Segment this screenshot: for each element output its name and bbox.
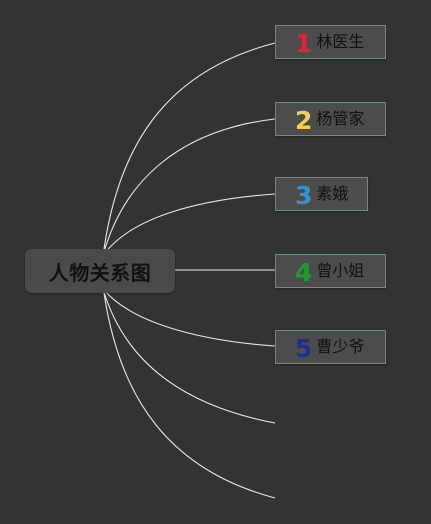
connector-line [103,118,276,253]
child-node-1[interactable]: 1 林医生 [275,25,386,59]
root-node-label: 人物关系图 [48,260,152,285]
number-badge: 2 [295,105,313,135]
child-node-5[interactable]: 5 曹少爷 [275,330,386,364]
child-node-4[interactable]: 4 曾小姐 [275,254,386,288]
child-node-label: 杨管家 [316,109,365,128]
child-node-label: 林医生 [316,32,365,51]
child-node-label: 曾小姐 [316,261,365,280]
number-badge: 4 [295,257,313,287]
connector-line [103,292,276,499]
child-node-label: 曹少爷 [316,337,365,356]
child-node-2[interactable]: 2 杨管家 [275,102,386,136]
connector-line [103,291,276,424]
child-node-label: 素娥 [316,184,349,203]
root-node[interactable]: 人物关系图 [25,249,175,293]
connector-line [103,42,276,250]
child-node-3[interactable]: 3 素娥 [275,177,368,211]
connector-line [103,289,276,347]
connector-line [103,193,276,255]
number-badge: 5 [295,333,313,363]
number-badge: 3 [295,180,313,210]
number-badge: 1 [295,28,313,58]
